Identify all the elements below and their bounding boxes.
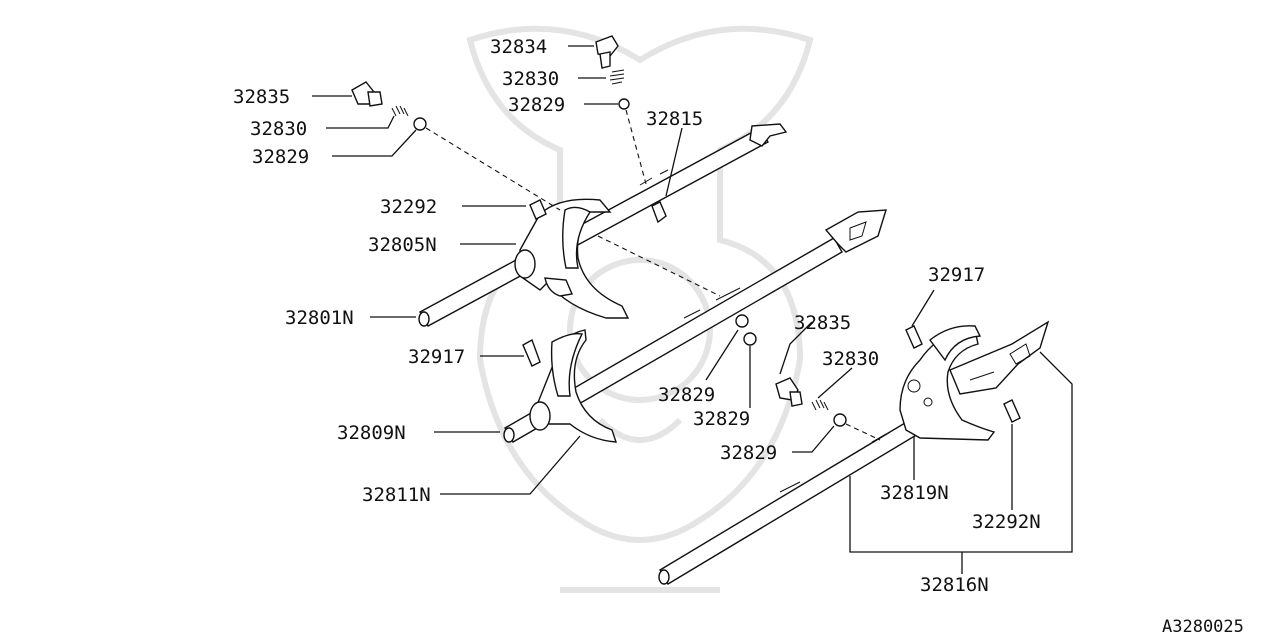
label-32292: 32292 [380, 196, 437, 218]
pin-32815 [651, 201, 667, 224]
label-32830-right: 32830 [822, 348, 879, 370]
label-32805n: 32805N [368, 234, 437, 256]
shift-rod-32809n [503, 209, 887, 443]
label-32829-top: 32829 [508, 94, 565, 116]
diagram-code: A3280025 [1162, 617, 1244, 637]
plug-32834 [595, 35, 619, 69]
label-32816n: 32816N [920, 574, 989, 596]
shift-fork-32819n [899, 320, 1050, 441]
label-32829-mid-a: 32829 [658, 384, 715, 406]
shift-fork-32805n [514, 198, 630, 319]
label-32830-top: 32830 [502, 68, 559, 90]
plug-32835-right [775, 377, 803, 407]
plug-32835-left [351, 81, 383, 107]
leader-lines [312, 45, 1073, 574]
label-32829-left: 32829 [252, 146, 309, 168]
ball-32829-mid-a [735, 314, 749, 328]
label-32829-mid-b: 32829 [693, 408, 750, 430]
plug-32292 [529, 199, 547, 220]
plug-32292n [1003, 399, 1021, 423]
ball-32829-mid-b [743, 332, 757, 346]
spring-32830-right [811, 399, 829, 411]
spring-32830-top [609, 69, 625, 85]
label-32819n: 32819N [880, 482, 949, 504]
label-32835-right: 32835 [794, 312, 851, 334]
spring-32830-left [391, 105, 409, 117]
ball-32829-left [413, 117, 427, 131]
label-32809n: 32809N [337, 422, 406, 444]
label-32917-right: 32917 [928, 264, 985, 286]
label-32830-left: 32830 [250, 118, 307, 140]
label-32834: 32834 [490, 36, 547, 58]
label-32815: 32815 [646, 108, 703, 130]
shift-fork-32811n [529, 329, 617, 443]
part-labels: 32834 32830 32829 32815 32835 32830 3282… [233, 36, 1041, 596]
label-32917-left: 32917 [408, 346, 465, 368]
shift-rod-32801n [418, 123, 788, 327]
label-32811n: 32811N [362, 484, 431, 506]
ball-32829-top [618, 98, 630, 110]
assembly-dashed-lines [425, 109, 881, 441]
label-32801n: 32801N [285, 307, 354, 329]
plug-32917-left [522, 338, 541, 367]
plug-32917-right [905, 325, 923, 349]
label-32292n: 32292N [972, 511, 1041, 533]
ball-32829-right [833, 413, 847, 427]
label-32835-left: 32835 [233, 86, 290, 108]
label-32829-right: 32829 [720, 442, 777, 464]
